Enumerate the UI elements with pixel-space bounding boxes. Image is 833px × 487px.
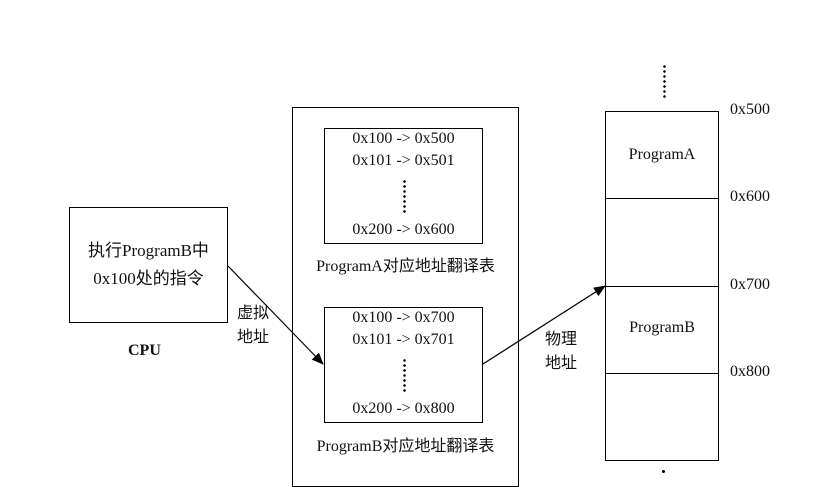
address-label: 0x800 [730, 363, 770, 380]
memory-continuation-dots-icon [663, 64, 666, 100]
address-label: 0x700 [730, 276, 770, 293]
table-row: 0x100 -> 0x700 [352, 309, 455, 326]
arrows-layer [227, 265, 606, 365]
memory-segment-programa: ProgramA [628, 146, 696, 163]
virtual-address-arrow [227, 265, 324, 365]
translation-table-programa: 0x100 -> 0x500 0x101 -> 0x501 0x200 -> 0… [324, 128, 483, 244]
memory-divider [606, 286, 718, 287]
translation-table-programb-caption: ProgramB对应地址翻译表 [316, 438, 495, 455]
memory-continuation-dot-icon [662, 470, 665, 473]
translation-table-programb: 0x100 -> 0x700 0x101 -> 0x701 0x200 -> 0… [324, 307, 483, 423]
cpu-label: CPU [128, 342, 161, 359]
virtual-address-label-line1: 虚拟 [237, 305, 270, 322]
address-label: 0x600 [730, 188, 770, 205]
physical-address-label-line1: 物理 [545, 331, 578, 348]
ellipsis-dots-icon [402, 358, 406, 392]
address-label: 0x500 [730, 101, 770, 118]
translation-table-programa-caption: ProgramA对应地址翻译表 [316, 258, 495, 275]
ellipsis-dots-icon [402, 179, 406, 213]
cpu-box: 执行ProgramB中 0x100处的指令 [69, 207, 228, 323]
table-row: 0x101 -> 0x501 [352, 152, 455, 169]
physical-memory: ProgramA ProgramB [605, 111, 719, 461]
table-row: 0x101 -> 0x701 [352, 331, 455, 348]
physical-address-arrow [482, 285, 606, 365]
physical-address-label-line2: 地址 [545, 355, 578, 372]
virtual-address-label-line2: 地址 [237, 329, 270, 346]
memory-divider [606, 373, 718, 374]
cpu-instruction-line2: 0x100处的指令 [93, 269, 204, 288]
table-row: 0x100 -> 0x500 [352, 130, 455, 147]
table-row: 0x200 -> 0x600 [352, 221, 455, 238]
cpu-instruction-line1: 执行ProgramB中 [88, 241, 209, 260]
memory-segment-programb: ProgramB [629, 319, 695, 336]
memory-divider [606, 198, 718, 199]
table-row: 0x200 -> 0x800 [352, 400, 455, 417]
